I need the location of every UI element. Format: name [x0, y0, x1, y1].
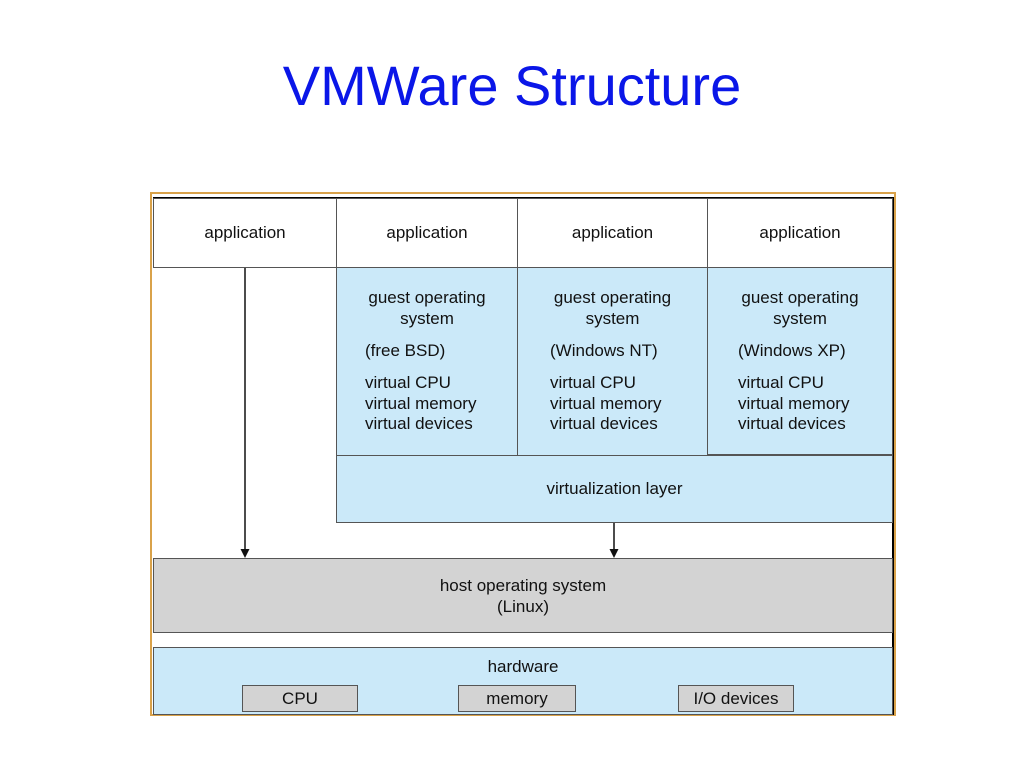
- guest-os-box-3: guest operating system (Windows XP) virt…: [707, 267, 893, 455]
- virtualization-arrow: [609, 523, 619, 558]
- host-application-arrow: [240, 268, 250, 558]
- guest-os-heading: system: [400, 309, 454, 328]
- application-label: application: [759, 223, 841, 242]
- guest-os-heading: system: [773, 309, 827, 328]
- cpu-box: CPU: [242, 685, 358, 712]
- frame-right-rule: [892, 197, 894, 715]
- io-devices-box: I/O devices: [678, 685, 794, 712]
- virtual-devices-label: virtual devices: [365, 414, 473, 433]
- virtual-cpu-label: virtual CPU: [550, 373, 636, 392]
- memory-box: memory: [458, 685, 576, 712]
- virtual-cpu-label: virtual CPU: [738, 373, 824, 392]
- hardware-label: hardware: [487, 657, 559, 676]
- guest-os-box-2: guest operating system (Windows NT) virt…: [517, 267, 708, 456]
- hardware-box: hardware CPU memory I/O devices: [153, 647, 893, 715]
- virtual-memory-label: virtual memory: [738, 394, 850, 413]
- application-box-guest-2: application: [517, 198, 708, 268]
- virtual-devices-label: virtual devices: [738, 414, 846, 433]
- page-title: VMWare Structure: [282, 54, 742, 117]
- host-os-label: host operating system: [439, 575, 607, 595]
- host-os-name: (Linux): [497, 596, 549, 616]
- host-os-box: host operating system (Linux): [153, 558, 893, 633]
- guest-os-heading: guest operating: [741, 288, 859, 307]
- virtual-devices-label: virtual devices: [550, 414, 658, 433]
- virtual-memory-label: virtual memory: [365, 394, 477, 413]
- application-label: application: [571, 223, 654, 242]
- virtual-memory-label: virtual memory: [550, 394, 662, 413]
- memory-label: memory: [486, 688, 548, 708]
- virtualization-layer-box: virtualization layer: [336, 455, 893, 523]
- io-devices-label: I/O devices: [693, 688, 779, 708]
- application-box-guest-3: application: [707, 198, 893, 268]
- guest-os-name: (Windows XP): [738, 341, 846, 360]
- guest-os-heading: system: [585, 309, 640, 328]
- virtualization-layer-label: virtualization layer: [546, 479, 683, 498]
- application-label: application: [204, 223, 286, 242]
- application-label: application: [386, 223, 468, 242]
- guest-os-heading: guest operating: [553, 288, 672, 307]
- application-box-host: application: [153, 198, 337, 268]
- guest-os-heading: guest operating: [368, 288, 486, 307]
- virtual-cpu-label: virtual CPU: [365, 373, 451, 392]
- guest-os-name: (Windows NT): [550, 341, 658, 360]
- cpu-label: CPU: [282, 688, 318, 708]
- guest-os-name: (free BSD): [365, 341, 446, 360]
- guest-os-box-1: guest operating system (free BSD) virtua…: [336, 267, 518, 456]
